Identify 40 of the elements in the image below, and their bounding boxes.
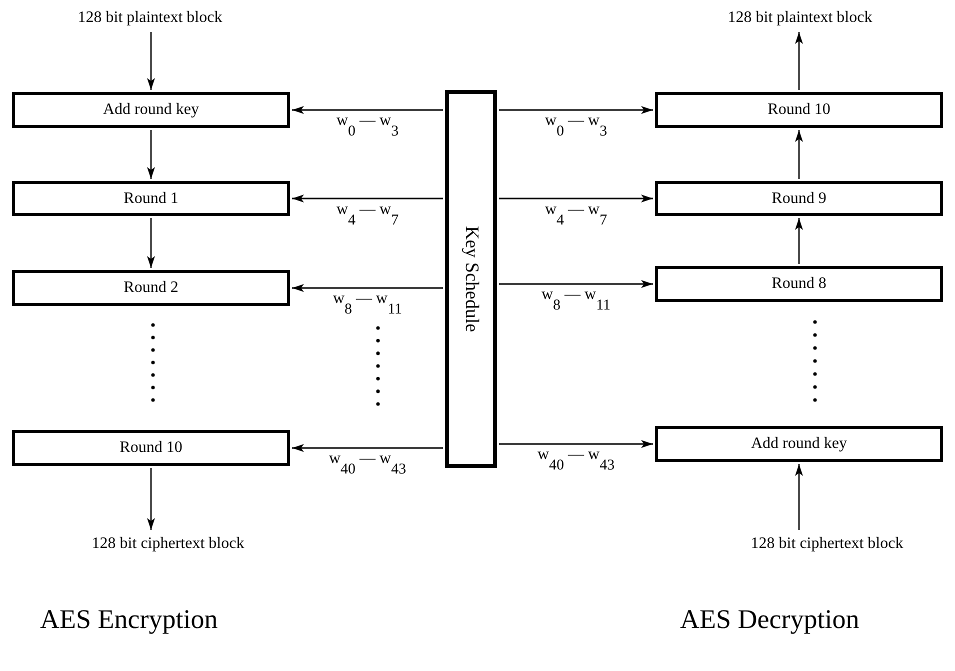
arrow xyxy=(499,106,653,114)
arrow xyxy=(795,130,803,179)
arrow xyxy=(147,218,155,268)
arrow xyxy=(292,284,443,292)
arrow xyxy=(147,130,155,179)
node-label: Round 2 xyxy=(124,279,178,297)
arrow xyxy=(499,440,653,448)
node-label: Add round key xyxy=(103,101,199,119)
process-box xyxy=(12,430,290,466)
key-schedule-box xyxy=(445,90,497,468)
arrow xyxy=(292,194,443,202)
process-box xyxy=(655,426,943,462)
node-label: Add round key xyxy=(751,435,847,453)
node-label: 128 bit plaintext block xyxy=(78,9,222,27)
node-label: Round 10 xyxy=(120,439,182,457)
node-label: 128 bit plaintext block xyxy=(728,9,872,27)
process-box xyxy=(12,181,290,216)
node-label: Round 8 xyxy=(772,275,826,293)
section-caption: AES Encryption xyxy=(40,604,218,635)
arrow xyxy=(499,280,653,288)
process-box xyxy=(12,92,290,128)
arrow xyxy=(795,218,803,264)
process-box xyxy=(12,270,290,306)
section-caption: AES Decryption xyxy=(680,604,860,635)
arrow xyxy=(795,32,803,90)
arrow xyxy=(147,32,155,90)
process-box xyxy=(655,92,943,128)
arrow xyxy=(147,468,155,530)
node-label: Round 9 xyxy=(772,190,826,208)
arrow xyxy=(292,106,443,114)
process-box xyxy=(655,181,943,216)
arrow xyxy=(292,444,443,452)
arrow xyxy=(795,464,803,530)
node-label: Round 10 xyxy=(768,101,830,119)
process-box xyxy=(655,266,943,302)
node-label: Round 1 xyxy=(124,190,178,208)
arrow xyxy=(499,194,653,202)
node-label: 128 bit ciphertext block xyxy=(92,535,244,553)
node-label: Key Schedule xyxy=(460,226,482,332)
node-label: 128 bit ciphertext block xyxy=(750,535,904,553)
